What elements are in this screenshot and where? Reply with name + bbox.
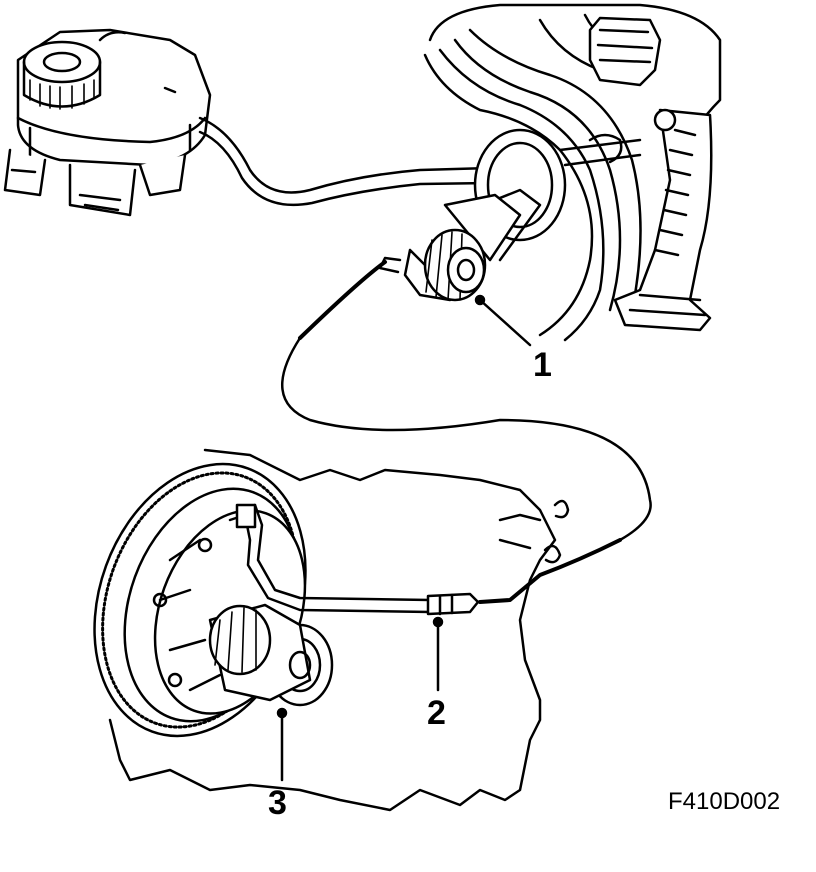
hydraulic-line [280, 260, 652, 604]
callout-1-leader [478, 298, 532, 347]
callout-3-label: 3 [268, 784, 287, 822]
pedal-box [423, 3, 722, 342]
reservoir-hose [198, 116, 492, 207]
callout-leaders [276, 294, 532, 782]
figure-code: F410D002 [668, 788, 781, 815]
master-cylinder [378, 128, 567, 302]
fluid-reservoir [3, 28, 212, 217]
clutch-flywheel [93, 462, 432, 738]
quick-connect-coupling [426, 592, 480, 616]
transmission-housing [108, 448, 570, 812]
callout-2-label: 2 [427, 694, 446, 732]
callout-1-label: 1 [533, 346, 552, 384]
